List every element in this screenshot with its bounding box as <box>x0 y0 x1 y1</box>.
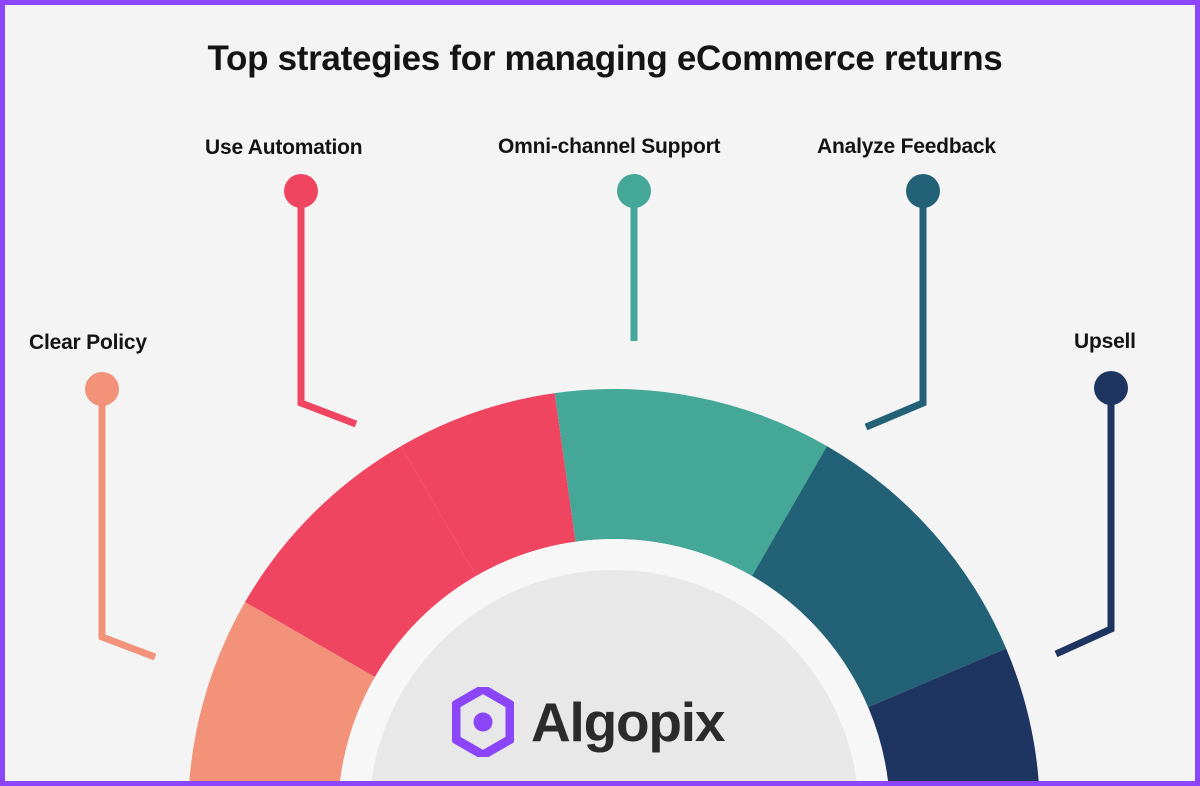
hexagon-dot-icon <box>452 687 514 757</box>
donut-chart <box>85 174 1128 786</box>
callout-label: Analyze Feedback <box>817 135 996 158</box>
callout-leader-line <box>98 389 157 661</box>
donut-segment[interactable] <box>188 602 375 786</box>
donut-segment[interactable] <box>554 389 827 576</box>
callout-label: Use Automation <box>205 136 363 159</box>
donut-segments <box>188 389 1040 786</box>
callout-label: Upsell <box>1074 330 1136 353</box>
callout-leader-line <box>297 191 358 428</box>
brand-logo: Algopix <box>452 687 725 757</box>
callout-dot[interactable] <box>1094 371 1128 405</box>
callout-dot[interactable] <box>617 174 651 208</box>
donut-hub <box>371 570 857 781</box>
donut-segment[interactable] <box>245 446 476 677</box>
callout-leader-line <box>1054 388 1115 658</box>
callout-dot[interactable] <box>85 372 119 406</box>
callout-leader-line <box>864 191 927 431</box>
page-title: Top strategies for managing eCommerce re… <box>207 39 1003 78</box>
callout-leader-lines <box>85 174 1128 661</box>
callout-dot[interactable] <box>906 174 940 208</box>
callout-label: Omni-channel Support <box>498 135 721 158</box>
donut-segment[interactable] <box>401 393 576 576</box>
callout-dot[interactable] <box>284 174 318 208</box>
callout-label: Clear Policy <box>29 331 147 354</box>
brand-wordmark: Algopix <box>531 690 725 753</box>
donut-segment[interactable] <box>752 446 1007 708</box>
donut-segment[interactable] <box>868 648 1040 786</box>
